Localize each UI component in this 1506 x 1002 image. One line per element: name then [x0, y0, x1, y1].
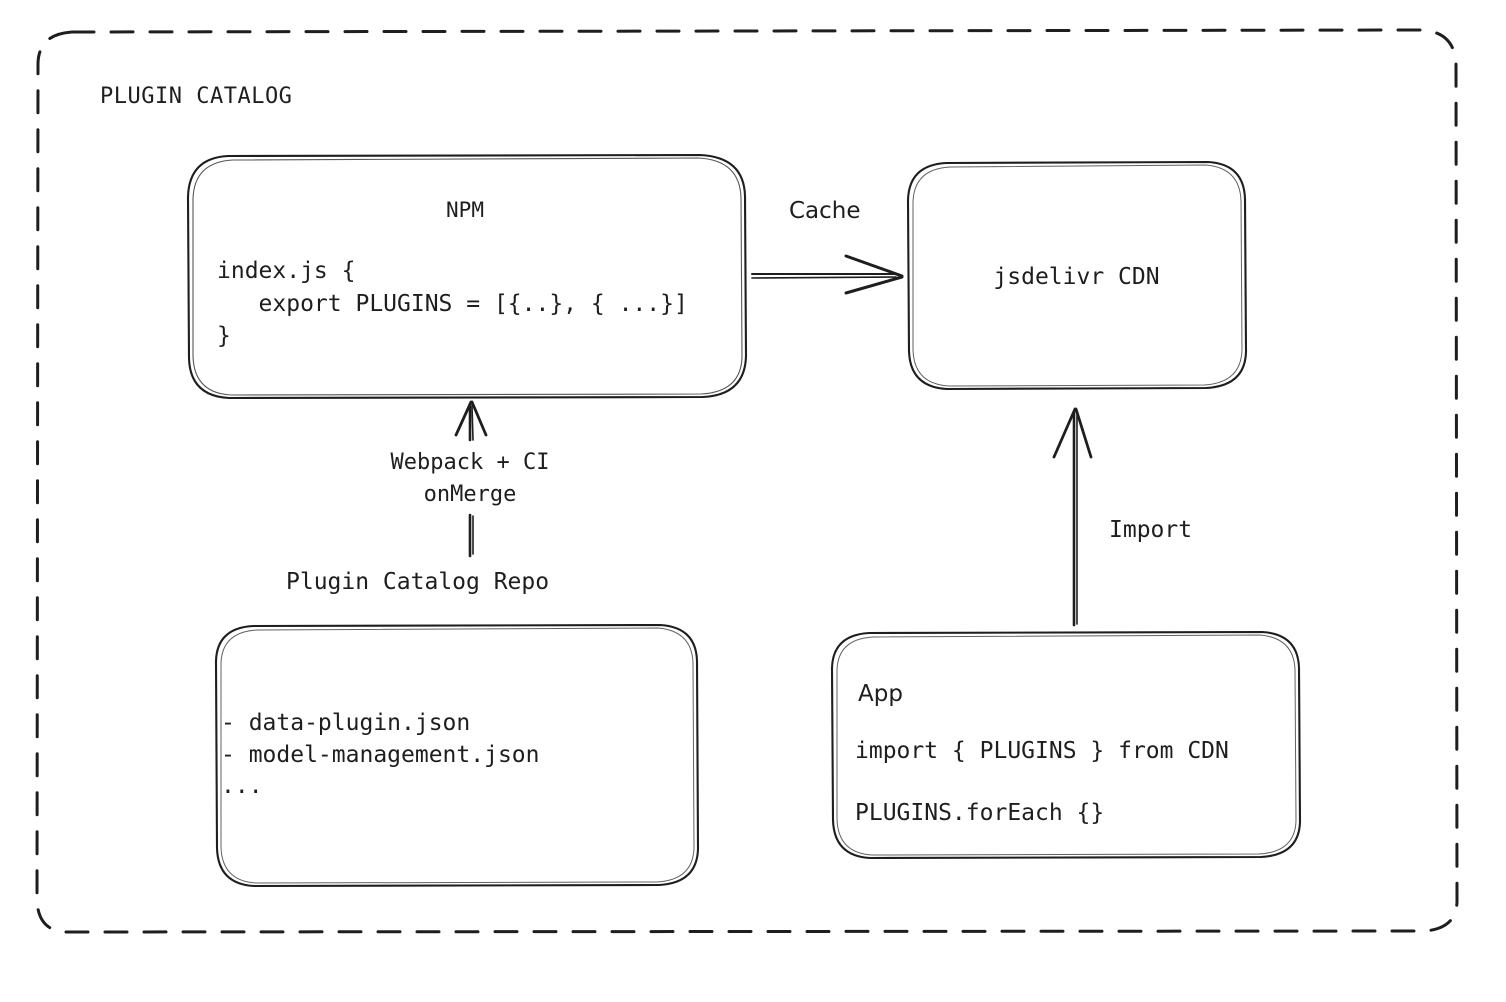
edge-import — [1052, 407, 1093, 627]
edge-label-build: Webpack + CI onMerge — [390, 450, 550, 507]
edge-label-cache: Cache — [789, 198, 861, 224]
cdn-node-title: jsdelivr CDN — [993, 264, 1160, 290]
app-node-title: App — [858, 681, 903, 707]
edge-label-import: Import — [1109, 517, 1193, 543]
repo-node-caption: Plugin Catalog Repo — [286, 569, 550, 595]
npm-node-title: NPM — [446, 198, 484, 222]
repo-node-file-list: - data-plugin.json - model-management.js… — [221, 710, 540, 800]
npm-node-code: index.js { export PLUGINS = [{..}, { ...… — [217, 258, 688, 350]
edge-cache — [751, 254, 904, 295]
app-node-foreach-line: PLUGINS.forEach {} — [855, 800, 1105, 826]
app-node-import-line: import { PLUGINS } from CDN — [855, 738, 1229, 764]
frame-title: PLUGIN CATALOG — [100, 84, 293, 109]
